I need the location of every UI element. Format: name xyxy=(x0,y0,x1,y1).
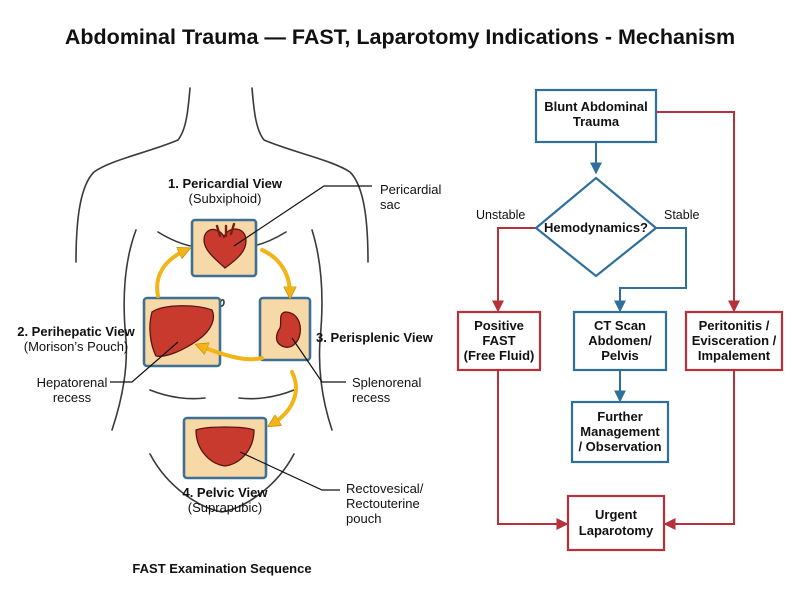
svg-text:CT Scan: CT Scan xyxy=(594,318,646,333)
spleen-icon xyxy=(275,311,302,348)
svg-text:Trauma: Trauma xyxy=(573,114,620,129)
node-blunt-trauma: Blunt Abdominal Trauma xyxy=(534,88,658,144)
node-ct-scan: CT Scan Abdomen/ Pelvis xyxy=(572,310,668,372)
flow-connectors xyxy=(492,111,740,530)
svg-text:Peritonitis /: Peritonitis / xyxy=(699,318,770,333)
svg-text:Positive: Positive xyxy=(474,318,524,333)
svg-text:Impalement: Impalement xyxy=(698,348,771,363)
annotation-hepatorenal-recess: Hepatorenal recess xyxy=(37,375,108,405)
label-stable: Stable xyxy=(664,208,699,222)
connector-peritonitis-to-laparotomy xyxy=(663,370,735,530)
svg-text:sac: sac xyxy=(380,197,401,212)
svg-text:Laparotomy: Laparotomy xyxy=(579,523,654,538)
pericardial-view-title: 1. Pericardial View xyxy=(168,176,283,191)
arrow-view2-to-view1 xyxy=(155,250,186,298)
node-further-management: Further Management / Observation xyxy=(570,400,670,464)
connector-fast-to-laparotomy xyxy=(497,370,569,530)
svg-text:Pelvis: Pelvis xyxy=(601,348,639,363)
arrow-view3-to-view2 xyxy=(200,346,264,362)
svg-text:(Free Fluid): (Free Fluid) xyxy=(464,348,535,363)
pericardial-view: 1. Pericardial View (Subxiphoid) xyxy=(168,176,283,278)
svg-text:/ Observation: / Observation xyxy=(578,439,661,454)
connector-stable-to-ct xyxy=(614,227,687,313)
svg-text:Rectouterine: Rectouterine xyxy=(346,496,420,511)
svg-text:recess: recess xyxy=(53,390,92,405)
svg-text:Hepatorenal: Hepatorenal xyxy=(37,375,108,390)
fast-sequence-arrows xyxy=(155,248,298,424)
perihepatic-view-subtitle: (Morison’s Pouch) xyxy=(24,339,129,354)
connector-start-to-peritonitis xyxy=(656,111,740,313)
svg-text:Further: Further xyxy=(597,409,643,424)
pericardial-view-subtitle: (Subxiphoid) xyxy=(189,191,262,206)
svg-text:pouch: pouch xyxy=(346,511,381,526)
pelvic-view: 4. Pelvic View (Suprapubic) xyxy=(182,416,268,515)
pelvic-view-title: 4. Pelvic View xyxy=(182,485,268,500)
svg-text:Management: Management xyxy=(580,424,660,439)
node-peritonitis: Peritonitis / Evisceration / Impalement xyxy=(684,310,784,372)
svg-text:FAST: FAST xyxy=(482,333,515,348)
annotation-leaders xyxy=(110,185,372,491)
connector-unstable-to-fast xyxy=(492,227,536,313)
node-urgent-laparotomy: Urgent Laparotomy xyxy=(566,494,666,552)
svg-text:Pericardial: Pericardial xyxy=(380,182,442,197)
perihepatic-view-title: 2. Perihepatic View xyxy=(17,324,135,339)
label-unstable: Unstable xyxy=(476,208,525,222)
fast-caption: FAST Examination Sequence xyxy=(132,561,311,576)
svg-text:Evisceration /: Evisceration / xyxy=(692,333,777,348)
svg-text:Urgent: Urgent xyxy=(595,507,638,522)
svg-text:Abdomen/: Abdomen/ xyxy=(588,333,652,348)
svg-text:Hemodynamics?: Hemodynamics? xyxy=(544,220,648,235)
perisplenic-view-title: 3. Perisplenic View xyxy=(316,330,434,345)
svg-text:Splenorenal: Splenorenal xyxy=(352,375,421,390)
liver-icon xyxy=(149,305,215,357)
pelvic-view-subtitle: (Suprapubic) xyxy=(188,500,262,515)
heart-icon xyxy=(203,228,247,269)
perihepatic-view: 2. Perihepatic View (Morison’s Pouch) xyxy=(17,296,222,368)
node-positive-fast: Positive FAST (Free Fluid) xyxy=(456,310,542,372)
perisplenic-view: 3. Perisplenic View xyxy=(258,296,434,362)
arrow-view3-to-view4 xyxy=(272,370,298,424)
annotation-pericardial-sac: Pericardial sac xyxy=(380,182,442,212)
svg-text:recess: recess xyxy=(352,390,391,405)
page-title: Abdominal Trauma — FAST, Laparotomy Indi… xyxy=(65,25,735,49)
arrow-view1-to-view3 xyxy=(260,248,290,294)
node-hemodynamics-decision: Hemodynamics? xyxy=(534,176,658,278)
svg-text:Rectovesical/: Rectovesical/ xyxy=(346,481,424,496)
annotation-rectovesical-pouch: Rectovesical/ Rectouterine pouch xyxy=(346,481,424,526)
svg-text:Blunt Abdominal: Blunt Abdominal xyxy=(544,99,648,114)
annotation-splenorenal-recess: Splenorenal recess xyxy=(352,375,421,405)
